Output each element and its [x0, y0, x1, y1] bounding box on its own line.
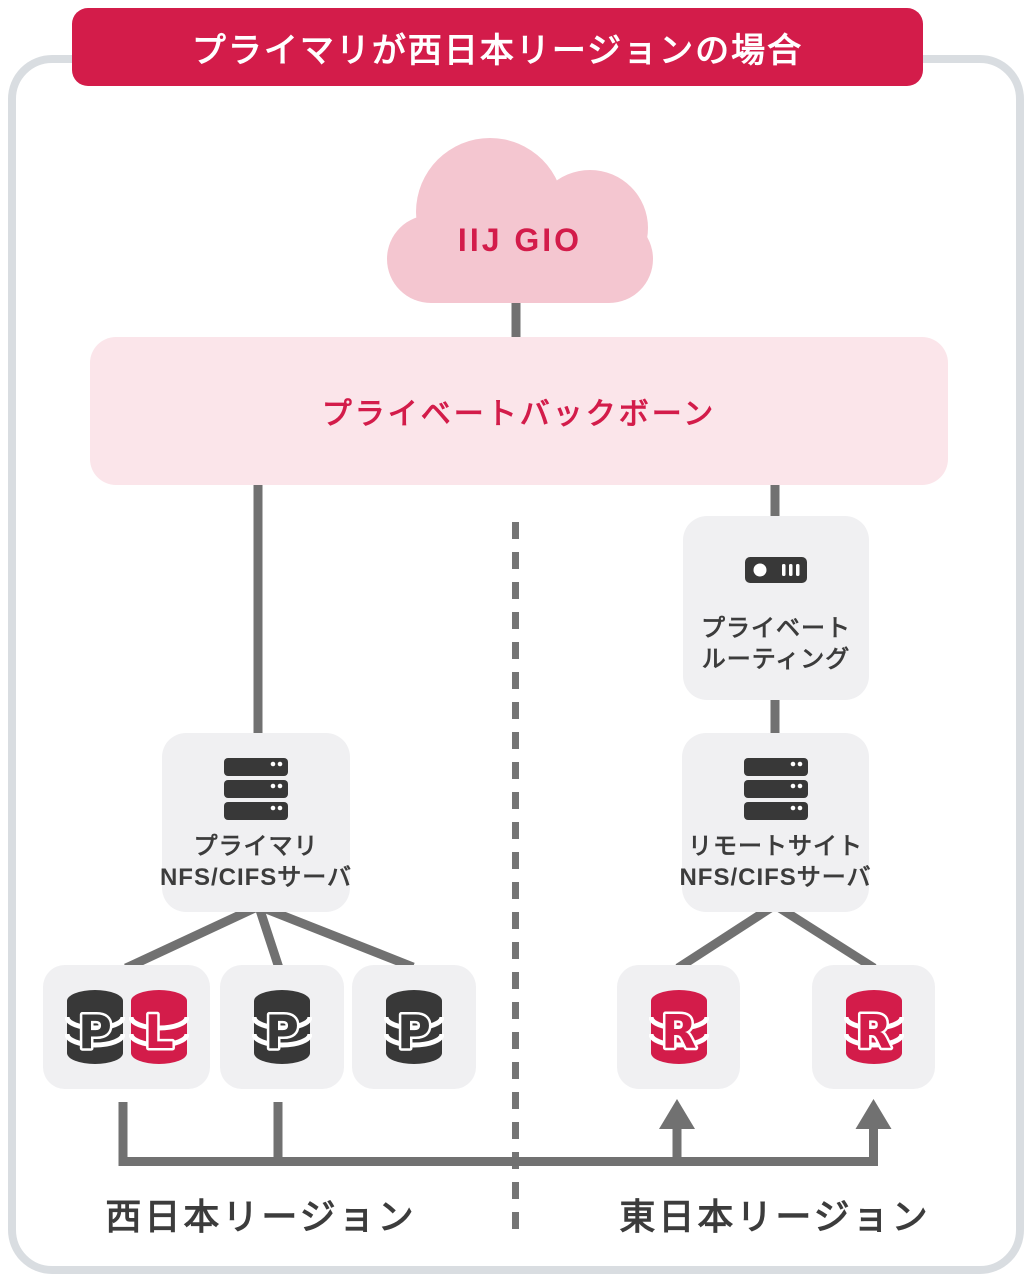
routing-label: プライベート ルーティング: [701, 615, 851, 673]
cloud-icon: [387, 138, 653, 303]
page-title: プライマリが西日本リージョンの場合: [191, 31, 804, 70]
private-backbone-banner: プライベートバックボーン: [90, 337, 948, 485]
database-icon-p: P: [252, 990, 312, 1064]
backbone-label: プライベートバックボーン: [321, 398, 717, 431]
remote-server-label: リモートサイト NFS/CIFSサーバ: [679, 833, 872, 891]
database-letter: P: [397, 1005, 431, 1059]
remote-db2-link: [775, 903, 877, 972]
database-icon-p: P: [384, 990, 444, 1064]
region-label-west: 西日本リージョン: [105, 1196, 417, 1237]
remote-db1-link: [675, 903, 775, 972]
database-letter: R: [661, 1005, 696, 1059]
remote-server-node: リモートサイト NFS/CIFSサーバ: [679, 733, 872, 912]
database-icon-l: L: [128, 990, 189, 1064]
title-banner: プライマリが西日本リージョンの場合: [72, 8, 923, 86]
database-icon-p: P: [64, 990, 125, 1064]
database-icon-r: R: [843, 990, 904, 1064]
database-letter: L: [144, 1005, 173, 1059]
replication-arrow-head-2: [855, 1099, 892, 1129]
cloud-label: IIJ GIO: [457, 222, 583, 258]
db-box-west-3: P: [352, 965, 476, 1089]
db-box-east-2: R: [812, 965, 935, 1089]
database-icon-r: R: [648, 990, 709, 1064]
primary-db1-link: [124, 902, 259, 973]
primary-server-node: プライマリ NFS/CIFSサーバ: [159, 733, 353, 912]
primary-db2-link: [254, 905, 284, 970]
server-icon: [743, 758, 808, 820]
database-letter: R: [856, 1005, 891, 1059]
server-icon: [224, 758, 288, 820]
router-icon: [745, 557, 807, 583]
region-label-east: 東日本リージョン: [619, 1196, 931, 1237]
db-box-west-2: P: [220, 965, 344, 1089]
database-letter: P: [78, 1005, 112, 1059]
primary-server-label: プライマリ NFS/CIFSサーバ: [159, 833, 353, 891]
replication-arrow-head-1: [659, 1099, 695, 1129]
db-box-east-1: R: [617, 965, 740, 1089]
primary-db3-link: [259, 902, 415, 972]
iij-gio-cloud: IIJ GIO: [387, 136, 653, 303]
db-box-west-1: P L: [43, 965, 210, 1089]
private-routing-node: プライベート ルーティング: [683, 516, 869, 700]
database-letter: P: [265, 1005, 299, 1059]
